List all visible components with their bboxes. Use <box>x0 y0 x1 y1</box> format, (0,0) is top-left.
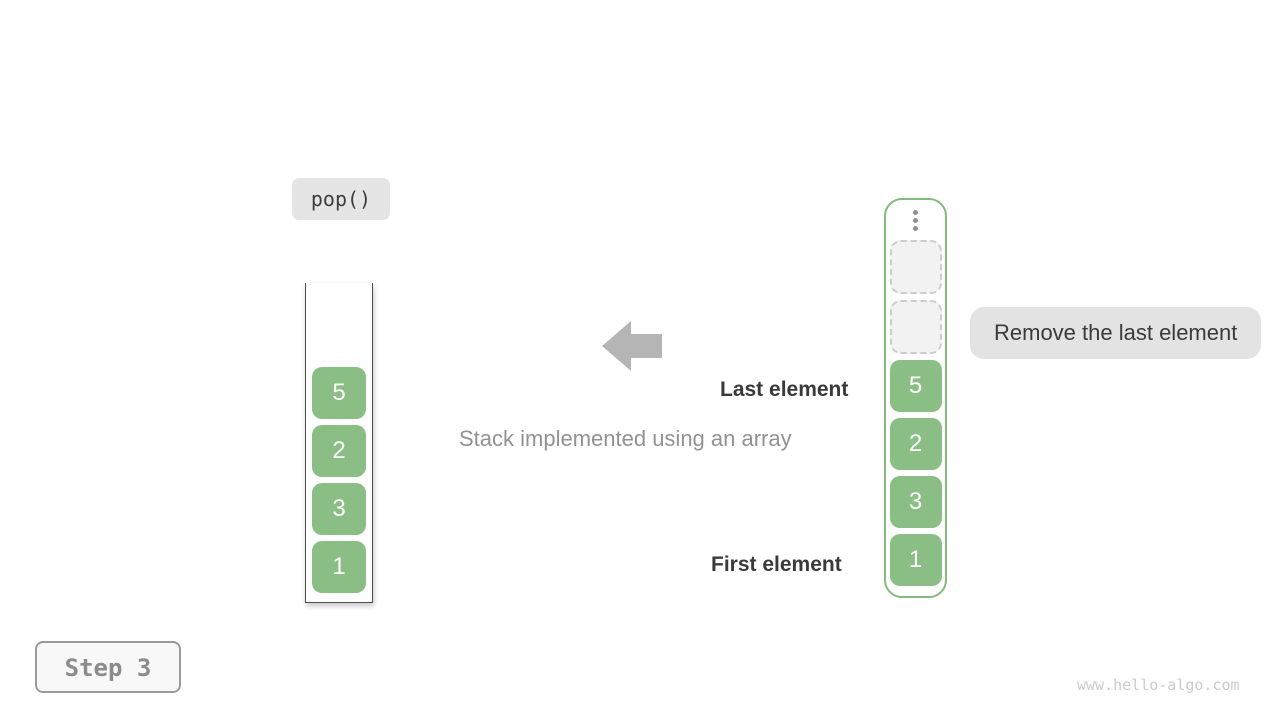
remove-last-annotation: Remove the last element <box>970 307 1262 359</box>
watermark: www.hello-algo.com <box>1077 676 1240 694</box>
last-element-label: Last element <box>720 378 849 401</box>
stack-element: 1 <box>312 541 366 593</box>
array-stack: 5 2 3 1 <box>884 198 947 598</box>
empty-array-slot <box>889 300 942 354</box>
first-element-label: First element <box>711 553 842 576</box>
ellipsis-icon <box>913 206 918 234</box>
pop-operation-label: pop() <box>292 178 390 220</box>
plain-stack: 5 2 3 1 <box>305 283 373 603</box>
caption: Stack implemented using an array <box>459 426 792 451</box>
stack-element: 3 <box>312 483 366 535</box>
arrow-left-icon <box>602 321 662 371</box>
stack-element: 1 <box>889 534 942 586</box>
empty-array-slot <box>889 240 942 294</box>
stack-element: 2 <box>312 425 366 477</box>
stack-element: 5 <box>889 360 942 412</box>
stack-element: 2 <box>889 418 942 470</box>
stack-element: 5 <box>312 367 366 419</box>
step-badge: Step 3 <box>35 641 181 693</box>
stack-element: 3 <box>889 476 942 528</box>
